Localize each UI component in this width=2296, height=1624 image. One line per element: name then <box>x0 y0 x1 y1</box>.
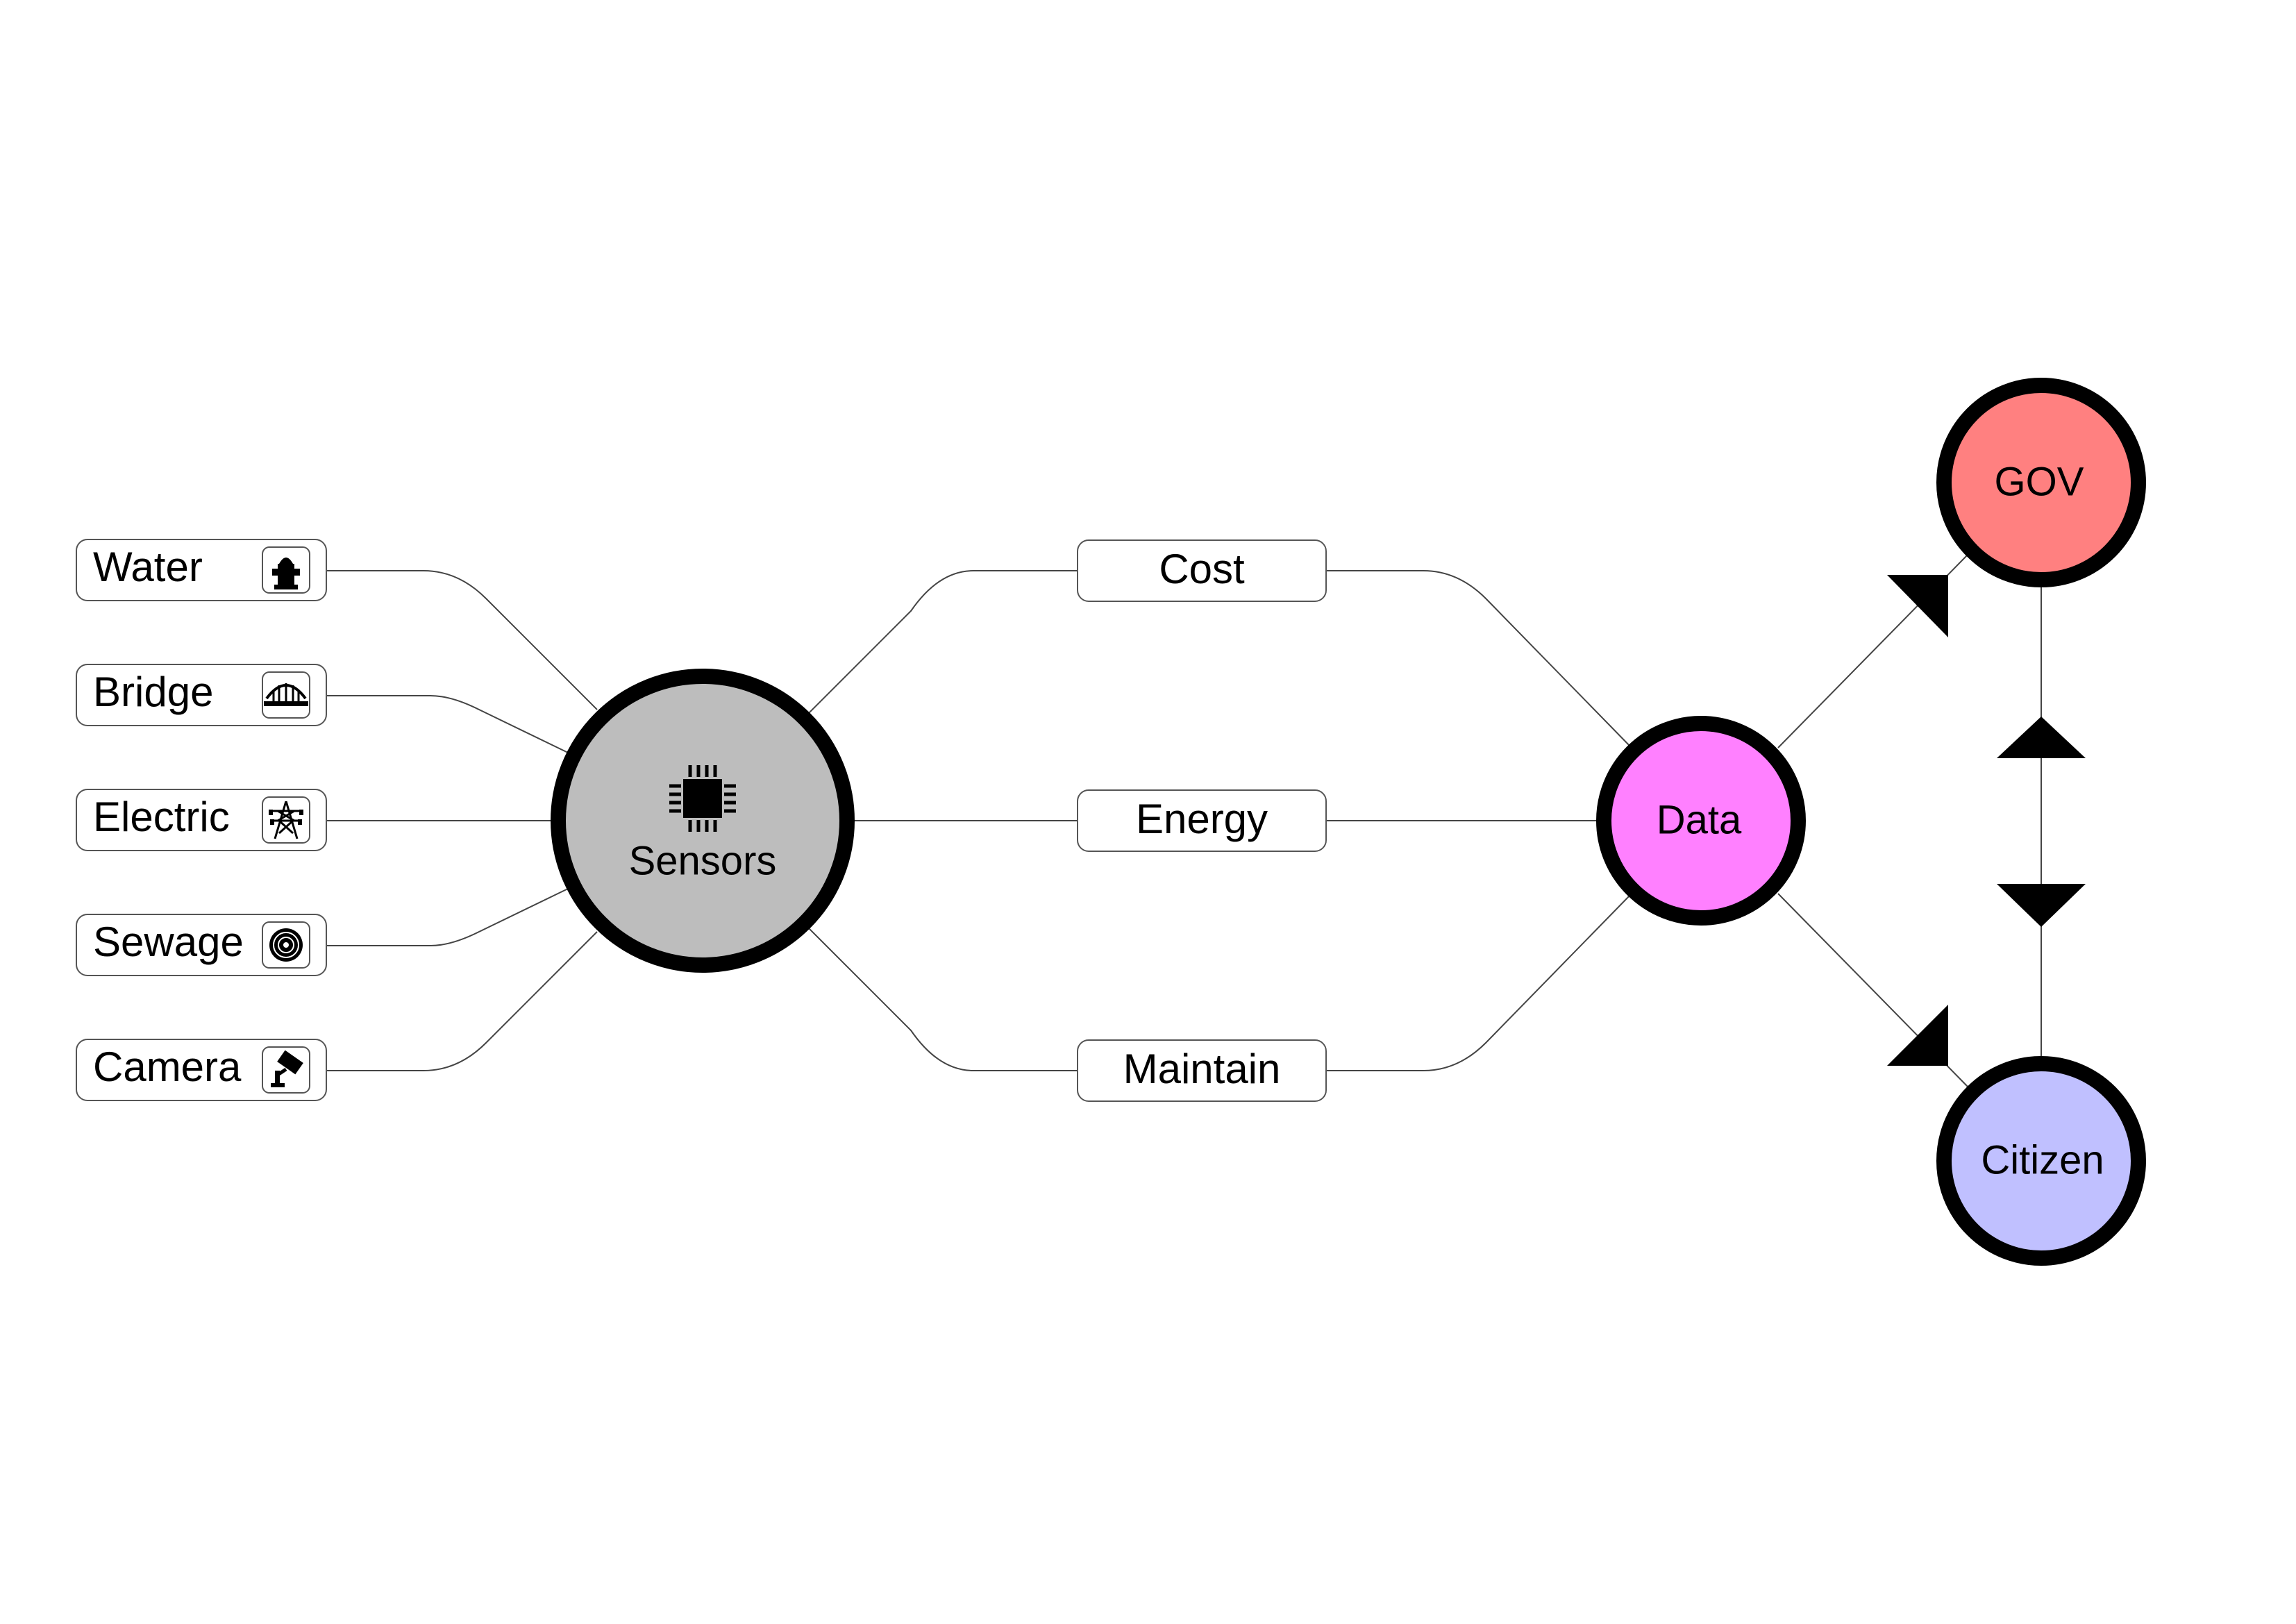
data-node: Data <box>1596 716 1806 926</box>
edge-camera-sensors <box>326 931 598 1071</box>
factor-energy-label: Energy <box>1136 796 1268 842</box>
chip-icon <box>669 765 736 832</box>
source-water: Water <box>76 539 327 601</box>
source-bridge-label: Bridge <box>93 669 213 715</box>
citizen-label: Citizen <box>1981 1137 2104 1182</box>
edge-sewage-sensors <box>326 888 569 946</box>
sensors-node: Sensors <box>551 669 855 973</box>
source-sewage: Sewage <box>76 914 327 976</box>
edge-cost-data <box>1326 570 1632 748</box>
edge-sensors-maintain <box>806 926 1078 1071</box>
factor-cost: Cost <box>1077 539 1327 602</box>
fire-hydrant-icon <box>262 546 310 594</box>
source-sewage-label: Sewage <box>93 919 244 965</box>
arrowheads <box>1887 575 2086 1066</box>
source-camera: Camera <box>76 1039 327 1101</box>
gov-label: GOV <box>1995 459 2084 504</box>
bridge-icon <box>262 671 310 719</box>
source-water-label: Water <box>93 544 203 590</box>
edge-sensors-cost <box>806 570 1078 716</box>
arrow-up-gov <box>1997 717 2086 758</box>
security-camera-icon <box>262 1046 310 1094</box>
factor-energy-box <box>1077 789 1327 852</box>
source-camera-label: Camera <box>93 1044 242 1090</box>
factor-cost-label: Cost <box>1159 546 1245 592</box>
source-electric-label: Electric <box>93 794 230 840</box>
gov-circle <box>1936 378 2146 587</box>
edge-maintain-data <box>1326 893 1632 1071</box>
factor-cost-box <box>1077 539 1327 602</box>
sensors-label: Sensors <box>629 838 777 883</box>
sensors-circle <box>551 669 855 973</box>
factor-maintain-box <box>1077 1039 1327 1102</box>
arrow-to-citizen <box>1887 1005 1948 1066</box>
power-tower-icon <box>262 796 310 844</box>
source-bridge: Bridge <box>76 664 327 726</box>
gov-node: GOV <box>1936 378 2146 587</box>
source-electric: Electric <box>76 789 327 851</box>
factor-energy: Energy <box>1077 789 1327 852</box>
edge-bridge-sensors <box>326 695 569 753</box>
edge-water-sensors <box>326 570 598 710</box>
citizen-node: Citizen <box>1936 1056 2146 1266</box>
citizen-circle <box>1936 1056 2146 1266</box>
factor-maintain: Maintain <box>1077 1039 1327 1102</box>
data-label: Data <box>1657 797 1742 842</box>
arrow-to-gov <box>1887 575 1948 637</box>
data-circle <box>1596 716 1806 926</box>
manhole-icon <box>262 921 310 969</box>
arrow-down-citizen <box>1997 884 2086 927</box>
factor-maintain-label: Maintain <box>1123 1046 1281 1092</box>
